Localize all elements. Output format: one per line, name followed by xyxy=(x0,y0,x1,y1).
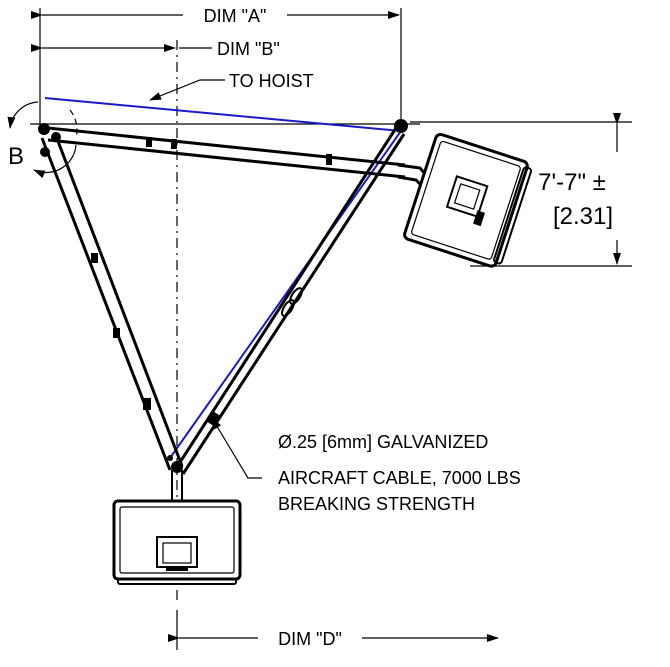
rotation-arrow-down xyxy=(33,144,77,179)
hoist-cable-diagonal xyxy=(169,130,402,459)
turnbuckle-2 xyxy=(281,299,295,317)
top-arm-upper xyxy=(47,126,406,167)
top-arm-bracket-3 xyxy=(326,154,332,165)
upper-backboard-frame xyxy=(403,132,529,268)
dim-b-label: DIM "B" xyxy=(217,39,280,59)
left-joint xyxy=(51,132,61,142)
dim-b: DIM "B" xyxy=(31,39,280,59)
cable-note-line-2: AIRCRAFT CABLE, 7000 LBS xyxy=(278,468,521,488)
dim-d: DIM "D" xyxy=(168,629,499,649)
to-hoist-leader xyxy=(149,79,225,101)
top-arm-bracket-1 xyxy=(146,137,152,147)
hoist-cable xyxy=(44,97,402,459)
cable-anchor xyxy=(167,455,173,461)
top-arm-bracket-2 xyxy=(171,139,177,149)
left-leg-bracket-3 xyxy=(143,398,151,410)
upper-backboard-inner xyxy=(411,140,521,260)
left-leg-bracket-2 xyxy=(113,328,120,338)
upper-target-square-inner xyxy=(453,183,481,210)
dim-a-label: DIM "A" xyxy=(204,6,267,26)
pivot-b-indicator: B xyxy=(7,101,78,179)
lower-backboard-base xyxy=(117,578,237,585)
to-hoist-callout: TO HOIST xyxy=(149,71,314,101)
top-right-pivot xyxy=(394,119,408,133)
pivot-b-label: B xyxy=(8,143,24,170)
hoist-cable-top xyxy=(44,97,402,132)
upper-backboard-edge xyxy=(493,166,533,265)
height-imperial-label: 7'-7" ± xyxy=(538,169,606,196)
left-leg-outer xyxy=(40,137,172,471)
rotation-arrow-up xyxy=(7,101,39,129)
height-metric-label: [2.31] xyxy=(553,203,613,230)
left-lower-joint xyxy=(40,147,50,157)
lower-rim-mount xyxy=(166,566,188,571)
cable-note-line-1: Ø.25 [6mm] GALVANIZED xyxy=(278,432,488,452)
lower-backboard-inner xyxy=(119,506,235,574)
height-dimension: 7'-7" ± [2.31] xyxy=(538,113,621,265)
diagonal-bracket xyxy=(207,411,221,427)
bottom-pivot xyxy=(171,461,183,473)
diagonal-outer xyxy=(173,127,398,471)
reference-lines xyxy=(30,8,632,650)
lower-target-square-inner xyxy=(162,542,192,564)
top-arm-lower xyxy=(47,138,406,179)
upper-target-square-outer xyxy=(445,175,489,218)
upper-rim-mount xyxy=(473,210,486,227)
top-left-pivot xyxy=(38,123,50,135)
rotation-arc-right xyxy=(69,109,78,139)
left-leg-bracket-1 xyxy=(91,253,98,263)
lower-backboard xyxy=(112,499,242,585)
boom-structure xyxy=(38,119,434,502)
cable-note-line-3: BREAKING STRENGTH xyxy=(278,494,475,514)
dim-d-label: DIM "D" xyxy=(278,629,342,649)
turnbuckle-1 xyxy=(289,287,303,305)
to-hoist-label: TO HOIST xyxy=(229,71,314,91)
left-leg-inner xyxy=(54,135,184,467)
dim-a: DIM "A" xyxy=(31,6,400,26)
cable-callout: Ø.25 [6mm] GALVANIZED AIRCRAFT CABLE, 70… xyxy=(211,417,521,514)
cable-callout-leader xyxy=(211,417,262,479)
upper-backboard xyxy=(403,132,533,268)
